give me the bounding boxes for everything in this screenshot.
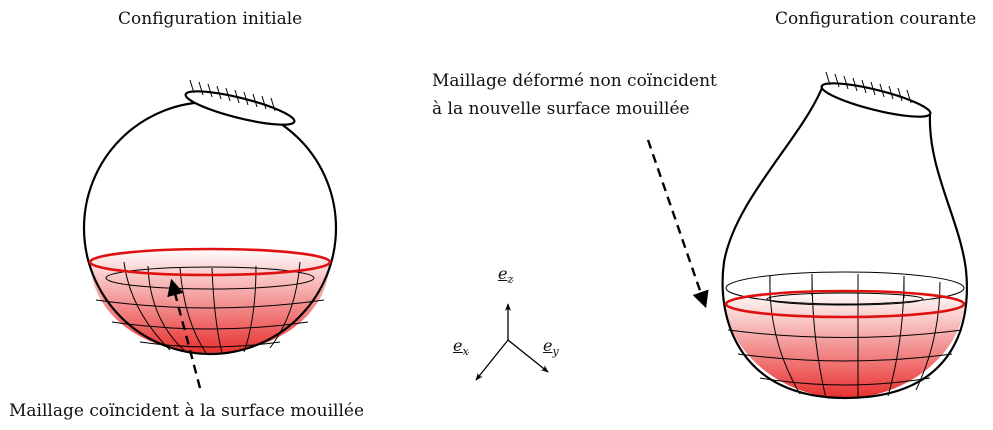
coordinate-triad	[475, 303, 549, 381]
current-configuration-figure	[646, 71, 968, 400]
deformed-mesh-label-line1: Maillage déformé non coïncident	[432, 71, 717, 91]
ey-label: ey	[543, 336, 559, 359]
initial-waterline	[88, 247, 332, 277]
ex-axis-arrow	[475, 339, 509, 381]
initial-configuration-figure	[82, 79, 338, 389]
coincident-mesh-label: Maillage coïncident à la surface mouillé…	[9, 401, 365, 421]
ez-label: ez	[498, 264, 514, 287]
deformed-arrow	[646, 139, 709, 309]
initial-wetted-cap	[90, 248, 330, 353]
initial-configuration-title: Configuration initiale	[118, 9, 303, 29]
current-configuration-title: Configuration courante	[775, 9, 977, 29]
ey-axis-arrow	[507, 339, 549, 373]
current-hull-outline	[721, 87, 968, 400]
deformed-mesh-label-line2: à la nouvelle surface mouillée	[432, 99, 690, 119]
ex-label: ex	[453, 336, 469, 359]
current-clamp	[820, 71, 932, 118]
coincident-arrow	[167, 278, 202, 389]
initial-clamp	[184, 79, 296, 126]
current-waterline	[724, 289, 966, 319]
current-wetted-region	[726, 291, 964, 398]
